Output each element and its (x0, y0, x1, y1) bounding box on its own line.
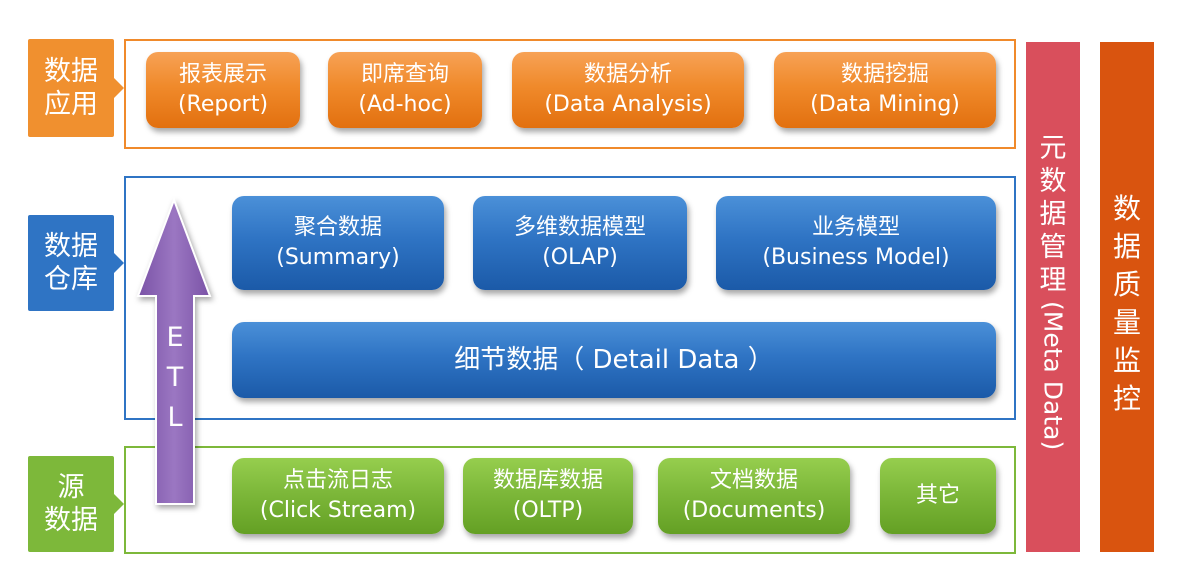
source-layer-tag-text: 源 数据 (44, 472, 98, 536)
metadata-en: (Meta Data) (1038, 301, 1068, 451)
etl-arrow-icon (136, 197, 212, 505)
other-zh: 其它 (915, 483, 960, 508)
warehouse-layer-tag-text: 数据 仓库 (44, 231, 98, 295)
detail-data-label: 细节数据（ Detail Data ） (454, 345, 774, 375)
documents-zh: 文档数据 (709, 468, 798, 493)
business-model-en: (Business Model) (762, 245, 950, 270)
quality-label: 数据质量监控 (1112, 192, 1141, 415)
data-mining-zh: 数据挖掘 (840, 62, 929, 87)
application-layer-frame (124, 39, 1016, 149)
summary-zh: 聚合数据 (293, 215, 382, 240)
warehouse-layer-frame (124, 176, 1016, 420)
olap-button[interactable]: 多维数据模型 (OLAP) (473, 196, 687, 290)
summary-button[interactable]: 聚合数据 (Summary) (232, 196, 444, 290)
quality-bar: 数据质量监控 (1100, 42, 1154, 552)
oltp-zh: 数据库数据 (492, 468, 603, 493)
adhoc-button[interactable]: 即席查询 (Ad-hoc) (328, 52, 482, 128)
adhoc-en: (Ad-hoc) (358, 92, 452, 117)
other-button[interactable]: 其它 (880, 458, 996, 534)
etl-label-text: ETL (166, 322, 184, 433)
source-layer-frame (124, 446, 1016, 554)
olap-zh: 多维数据模型 (513, 215, 646, 240)
data-analysis-zh: 数据分析 (583, 62, 672, 87)
etl-label: ETL (156, 318, 194, 448)
report-zh: 报表展示 (178, 62, 267, 87)
warehouse-layer-tag: 数据 仓库 (28, 215, 124, 311)
source-layer-tag: 源 数据 (28, 456, 124, 552)
report-en: (Report) (177, 92, 269, 117)
detail-data-button[interactable]: 细节数据（ Detail Data ） (232, 322, 996, 398)
adhoc-zh: 即席查询 (360, 62, 449, 87)
olap-en: (OLAP) (542, 245, 618, 270)
data-mining-en: (Data Mining) (810, 92, 960, 117)
data-mining-button[interactable]: 数据挖掘 (Data Mining) (774, 52, 996, 128)
click-stream-zh: 点击流日志 (282, 468, 393, 493)
application-layer-tag: 数据 应用 (28, 39, 124, 137)
metadata-bar: 元数据管理 (Meta Data) (1026, 42, 1080, 552)
click-stream-en: (Click Stream) (259, 498, 417, 523)
oltp-en: (OLTP) (512, 498, 584, 523)
click-stream-button[interactable]: 点击流日志 (Click Stream) (232, 458, 444, 534)
business-model-button[interactable]: 业务模型 (Business Model) (716, 196, 996, 290)
metadata-zh: 元数据管理 (1039, 133, 1067, 296)
application-layer-tag-text: 数据 应用 (44, 56, 98, 120)
business-model-zh: 业务模型 (811, 215, 900, 240)
documents-en: (Documents) (682, 498, 826, 523)
oltp-button[interactable]: 数据库数据 (OLTP) (463, 458, 633, 534)
summary-en: (Summary) (276, 245, 400, 270)
report-button[interactable]: 报表展示 (Report) (146, 52, 300, 128)
data-analysis-en: (Data Analysis) (544, 92, 712, 117)
data-analysis-button[interactable]: 数据分析 (Data Analysis) (512, 52, 744, 128)
documents-button[interactable]: 文档数据 (Documents) (658, 458, 850, 534)
